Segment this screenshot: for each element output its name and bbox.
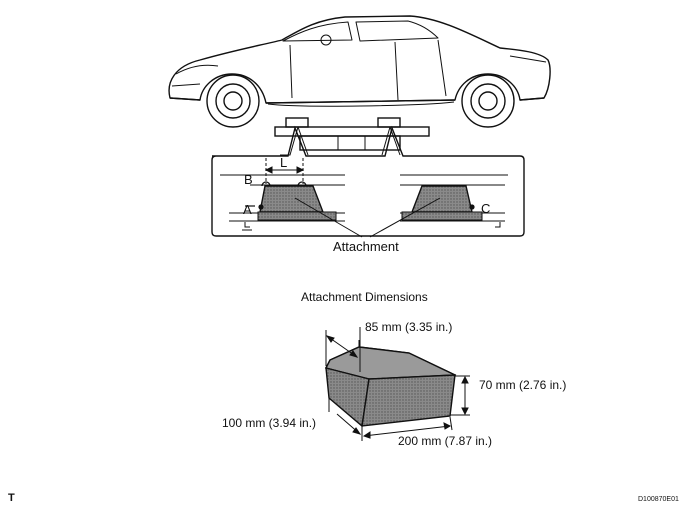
dimension-l — [264, 158, 305, 184]
left-support-base — [257, 211, 337, 221]
label-point-c: C — [481, 201, 491, 216]
point-c-marker — [469, 204, 475, 210]
point-b-marker-2 — [297, 181, 307, 187]
attachment-leaders — [294, 197, 441, 238]
dimensions-title: Attachment Dimensions — [301, 290, 428, 304]
label-width-200mm: 200 mm (7.87 in.) — [398, 434, 493, 448]
lift-platform — [274, 117, 430, 156]
point-b-marker — [261, 181, 271, 187]
point-a-marker — [258, 204, 264, 210]
label-depth-100mm: 100 mm (3.94 in.) — [222, 416, 317, 430]
label-attachment: Attachment — [333, 239, 399, 254]
label-dimension-l: L — [280, 155, 288, 170]
figure-code: D100870E01 — [638, 496, 679, 503]
label-point-a: A — [243, 202, 252, 217]
label-point-b: B — [244, 172, 253, 187]
car-illustration — [168, 15, 551, 128]
right-support-base — [401, 211, 483, 221]
block-dimension-lines — [325, 327, 470, 441]
corner-mark-left: T — [8, 492, 15, 504]
label-height-70mm: 70 mm (2.76 in.) — [479, 378, 567, 392]
attachment-block — [324, 346, 457, 428]
left-attachment-pad — [259, 185, 325, 213]
label-length-85mm: 85 mm (3.35 in.) — [365, 320, 453, 334]
